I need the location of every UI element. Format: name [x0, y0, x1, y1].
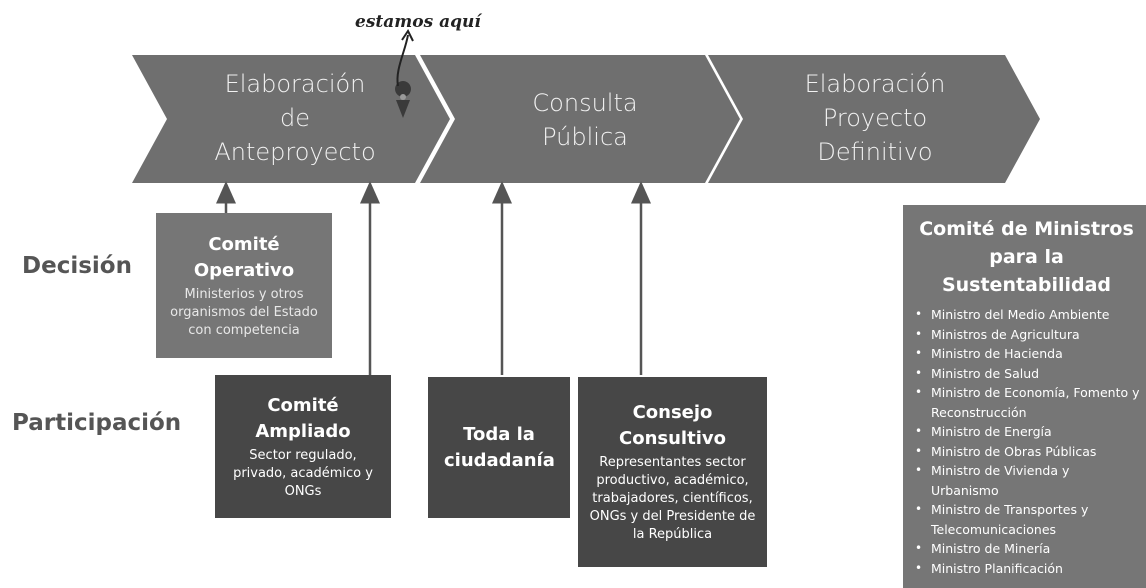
list-item: •Ministro de Economía, Fomento y Reconst… [915, 385, 1140, 420]
list-item: •Ministros de Agricultura [915, 326, 1080, 342]
list-item: •Ministro de Energía [915, 424, 1052, 439]
comite-operativo-box: Comité Operativo Ministerios y otros org… [156, 213, 332, 358]
comite-operativo-body: Ministerios y otros organismos del Estad… [170, 286, 318, 338]
consejo-consultivo-title: Consejo Consultivo [619, 402, 726, 449]
consejo-consultivo-body: Representantes sector productivo, académ… [589, 455, 756, 542]
comite-ministros-title: Comité de Ministros para la Sustentabili… [919, 218, 1134, 296]
stage-label-anteproyecto: Elaboración de Anteproyecto [214, 70, 376, 166]
comite-ampliado-title: Comité Ampliado [255, 394, 351, 442]
curved-arrow-icon [396, 34, 409, 87]
stage-label-proyecto-definitivo: Elaboración Proyecto Definitivo [804, 70, 946, 166]
stage-arrow-anteproyecto [132, 55, 450, 183]
list-item: •Ministro de Obras Públicas [915, 443, 1097, 459]
list-item: •Ministro Planificación [915, 560, 1063, 576]
stage-arrow-proyecto-definitivo [708, 55, 1040, 183]
comite-ministros-box: Comité de Ministros para la Sustentabili… [903, 205, 1146, 588]
list-item: •Ministro de Salud [915, 365, 1040, 381]
row-label-decision: Decisión [22, 253, 132, 279]
comite-ampliado-body: Sector regulado, privado, académico y ON… [233, 447, 373, 499]
here-annotation: estamos aquí [355, 12, 481, 32]
comite-operativo-title: Comité Operativo [193, 233, 295, 281]
list-item: •Ministro de Hacienda [915, 346, 1063, 361]
list-item: •Ministro de Vivienda y Urbanismo [915, 463, 1070, 498]
list-item: •Ministro de Transportes y Telecomunicac… [915, 502, 1089, 537]
consejo-consultivo-box: Consejo Consultivo Representantes sector… [578, 377, 767, 567]
list-item: •Ministro del Medio Ambiente [915, 307, 1110, 322]
ciudadania-box: Toda la ciudadanía [428, 377, 570, 518]
location-pin-icon [395, 81, 412, 118]
row-label-participation: Participación [12, 410, 182, 436]
list-item: •Ministro de Minería [915, 541, 1051, 556]
stage-arrow-consulta [420, 55, 740, 183]
stage-label-consulta: Consulta Pública [532, 89, 638, 151]
ministers-list: •Ministro del Medio Ambiente •Ministros … [913, 305, 1140, 578]
ciudadania-title: Toda la ciudadanía [444, 423, 555, 471]
process-chevrons [132, 29, 1040, 183]
comite-ampliado-box: Comité Ampliado Sector regulado, privado… [215, 375, 391, 518]
